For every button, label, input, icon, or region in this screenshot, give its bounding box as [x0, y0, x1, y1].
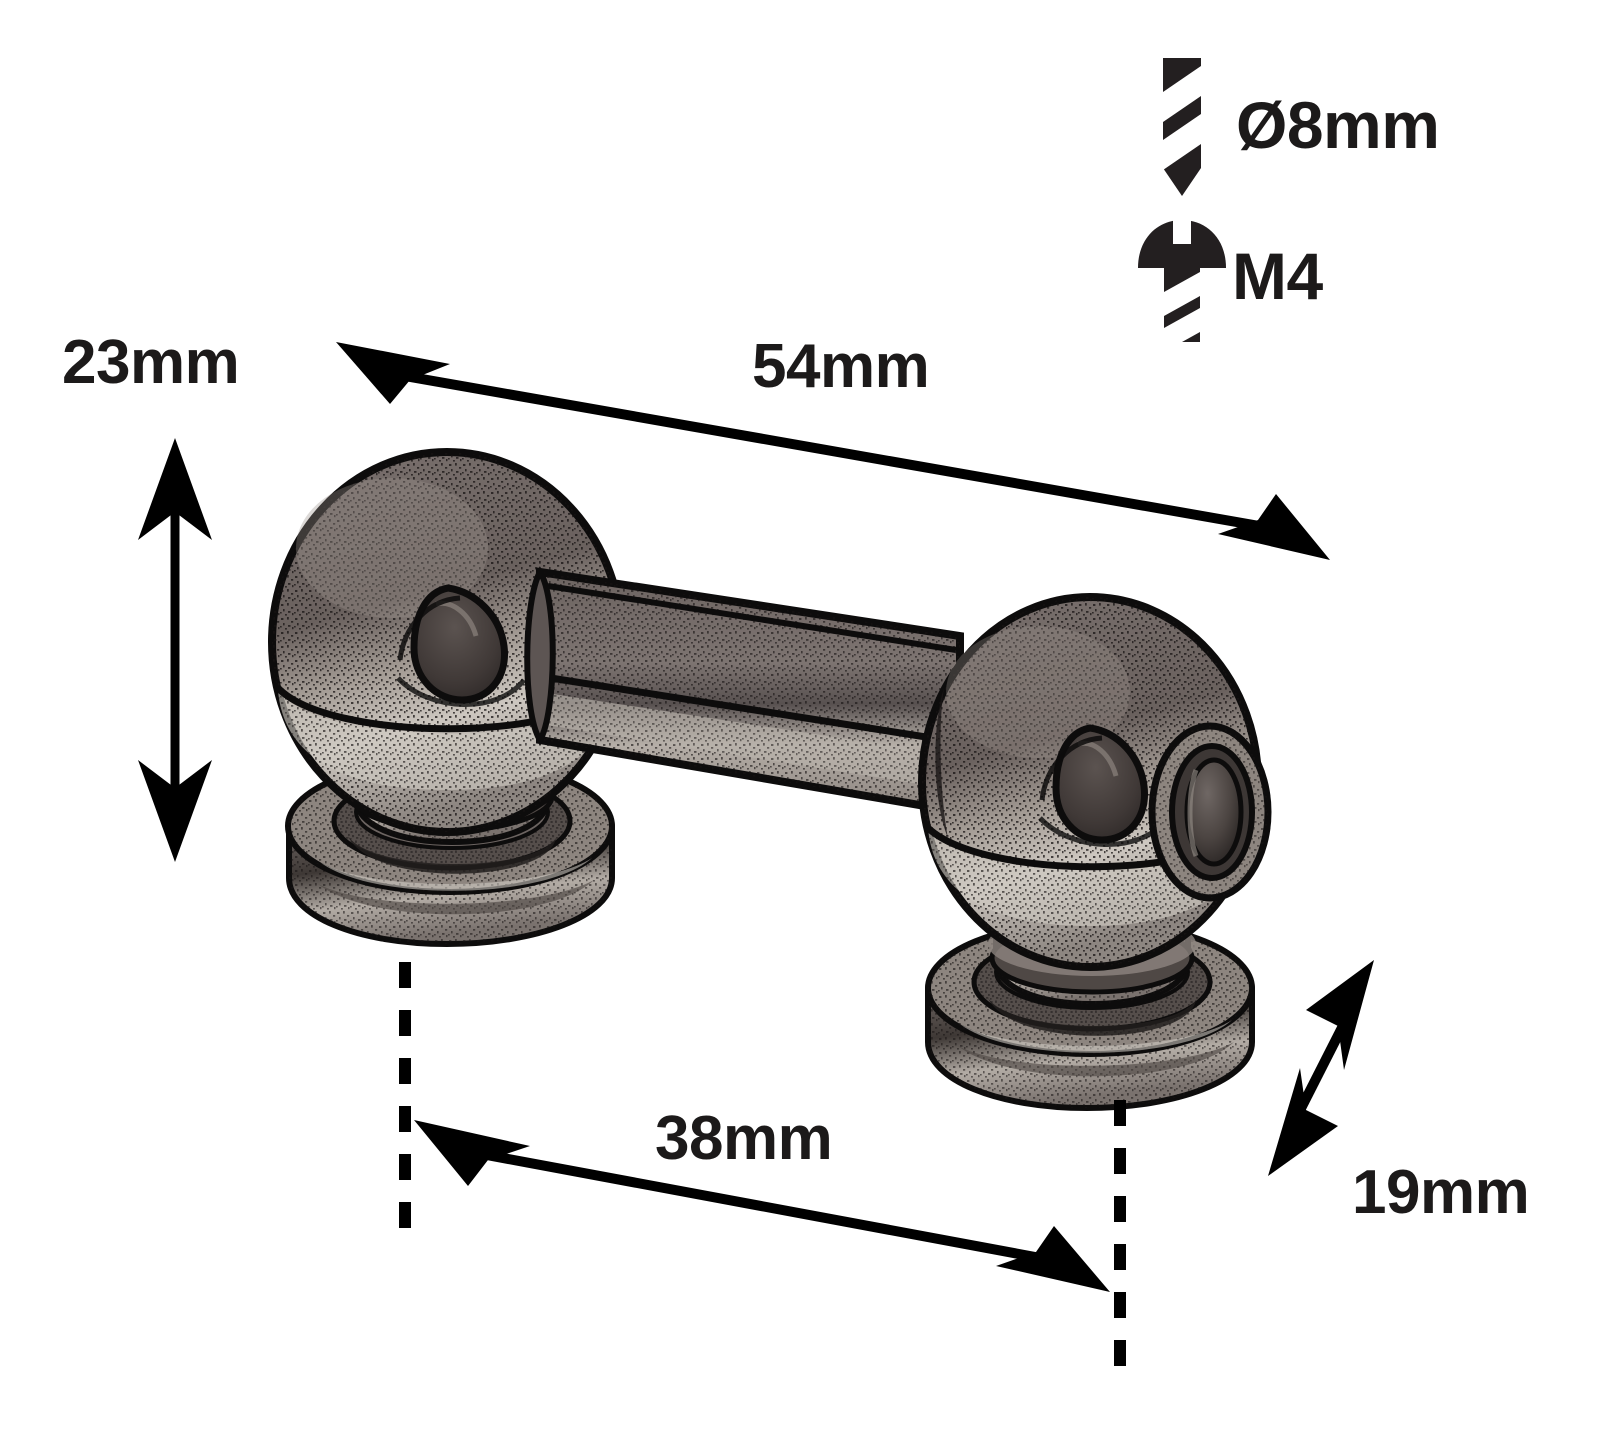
dimension-label-19mm: 19mm: [1352, 1158, 1530, 1227]
dimension-arrow-23mm: [138, 438, 212, 862]
dimension-label-54mm: 54mm: [752, 332, 930, 401]
screw-icon: [1138, 220, 1226, 352]
product-illustration: [268, 448, 1272, 1112]
left-ball: [268, 448, 626, 836]
dimension-arrow-54mm: [336, 342, 1330, 560]
dimension-arrow-38mm: [414, 1120, 1110, 1292]
connecting-bar: [524, 566, 964, 817]
screw-size-label: M4: [1232, 239, 1323, 313]
right-ball: [918, 593, 1272, 971]
dimension-arrow-19mm: [1268, 960, 1374, 1176]
drill-bit-icon: [1163, 58, 1201, 196]
dimension-label-38mm: 38mm: [655, 1104, 833, 1173]
dimension-label-23mm: 23mm: [62, 328, 240, 397]
drill-size-label: Ø8mm: [1236, 88, 1440, 162]
